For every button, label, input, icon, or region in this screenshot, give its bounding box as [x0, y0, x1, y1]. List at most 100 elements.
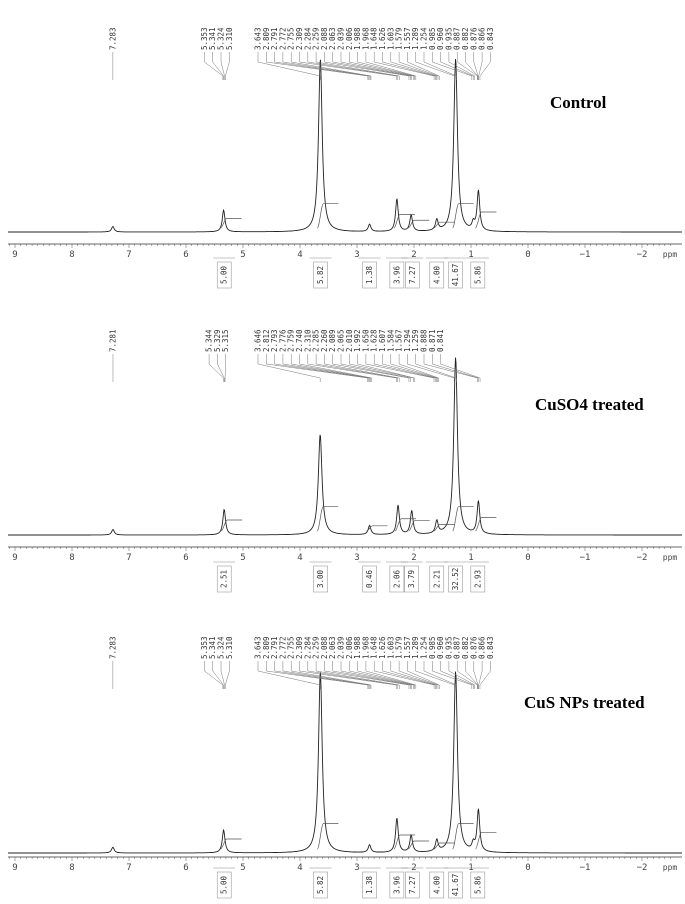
integral-box	[389, 261, 405, 289]
x-tick-label: 0	[525, 553, 530, 563]
peak-label: 0.985	[428, 636, 437, 659]
peak-label-connector	[324, 52, 410, 80]
x-axis-unit-label: ppm	[663, 863, 678, 872]
peak-label-connector	[217, 354, 225, 382]
peak-label-connector	[315, 661, 400, 689]
peak-label: 1.648	[370, 636, 379, 659]
peak-label-connector	[315, 354, 399, 382]
peak-label-connector	[456, 661, 478, 689]
peak-label: 0.960	[436, 27, 445, 50]
peak-label-connector	[274, 354, 370, 382]
peak-label-connector	[274, 661, 370, 689]
peak-label-connector	[220, 661, 225, 689]
integral-box	[362, 565, 377, 593]
peak-label-connector	[415, 354, 457, 382]
peak-label-connector	[365, 354, 435, 382]
x-tick-label: 1	[468, 553, 473, 563]
peak-label: 1.968	[361, 27, 370, 50]
peak-label: 2.793	[270, 329, 279, 352]
peak-label: 0.935	[444, 27, 453, 50]
peak-label-connector	[266, 354, 368, 382]
peak-label-connector	[365, 661, 417, 689]
peak-label: 1.648	[370, 27, 379, 50]
peak-label-connector	[290, 52, 372, 80]
integral-label: 7.27	[408, 266, 417, 284]
integral-curve	[475, 517, 497, 532]
x-tick-label: −1	[580, 863, 591, 873]
x-tick-label: −2	[637, 250, 648, 260]
peak-label: 5.324	[217, 636, 226, 659]
x-tick-label: 3	[354, 863, 359, 873]
integral-curve	[475, 831, 497, 850]
peak-label-connector	[299, 354, 373, 382]
peak-label-connector	[407, 661, 440, 689]
x-tick-label: 8	[69, 553, 74, 563]
peak-label: 2.759	[287, 329, 296, 352]
peak-label: 2.063	[328, 636, 337, 659]
peak-label: 1.988	[353, 27, 362, 50]
integral-box	[389, 871, 405, 899]
peak-label-connector	[282, 661, 371, 689]
x-tick-label: 7	[126, 553, 131, 563]
peak-label-connector	[448, 52, 475, 80]
integral-label: 32.52	[451, 568, 460, 591]
integral-curve	[394, 518, 417, 532]
peak-label: 1.988	[353, 636, 362, 659]
peak-label: 3.646	[254, 329, 263, 352]
peak-label-connector	[440, 354, 481, 382]
integral-label: 3.96	[392, 265, 401, 284]
x-tick-label: −2	[637, 863, 648, 873]
peak-label: 2.039	[337, 636, 346, 659]
peak-label: 2.063	[328, 27, 337, 50]
peak-label-connector	[257, 354, 321, 382]
peak-label: 7.283	[108, 27, 117, 50]
peak-label-connector	[365, 52, 417, 80]
integral-curve	[433, 842, 455, 850]
integral-label: 41.67	[451, 264, 460, 287]
peak-label-connector	[390, 354, 438, 382]
peak-label: 0.866	[478, 27, 487, 50]
peak-label-connector	[282, 354, 371, 382]
peak-label: 2.088	[320, 27, 329, 50]
peak-label: 2.755	[287, 27, 296, 50]
peak-label-connector	[307, 52, 399, 80]
peak-label-connector	[440, 52, 474, 80]
peak-label-connector	[349, 354, 414, 382]
peak-label-connector	[212, 661, 224, 689]
x-tick-label: 8	[69, 863, 74, 873]
integral-curve	[393, 214, 415, 229]
x-tick-label: 2	[411, 250, 416, 260]
x-tick-label: 0	[525, 863, 530, 873]
peak-label-connector	[479, 661, 491, 689]
x-tick-label: 9	[12, 863, 17, 873]
integral-box	[429, 565, 445, 593]
peak-label: 5.315	[221, 329, 230, 352]
peak-label-connector	[204, 52, 224, 80]
integral-label: 5.00	[220, 875, 229, 894]
peak-label: 1.626	[378, 636, 387, 659]
peak-label: 2.039	[337, 27, 346, 50]
peak-label: 0.866	[478, 636, 487, 659]
peak-label-connector	[299, 661, 397, 689]
peak-label: 2.791	[270, 27, 279, 50]
peak-label-connector	[423, 661, 457, 689]
peak-label-connector	[204, 661, 224, 689]
integral-label: 2.51	[220, 570, 229, 588]
peak-label-connector	[332, 354, 410, 382]
sample-label-cus-nps: CuS NPs treated	[524, 693, 645, 712]
x-tick-label: 3	[354, 553, 359, 563]
peak-label: 5.341	[208, 27, 217, 50]
peak-label: 1.607	[378, 329, 387, 352]
x-axis-unit-label: ppm	[663, 553, 678, 562]
peak-label-connector	[220, 52, 225, 80]
integral-curve	[452, 203, 474, 229]
peak-label-connector	[407, 52, 440, 80]
peak-label-connector	[398, 661, 439, 689]
x-tick-label: 7	[126, 863, 131, 873]
peak-label: 2.006	[345, 27, 354, 50]
peak-label-connector	[382, 354, 437, 382]
peak-label: 0.871	[428, 329, 437, 352]
